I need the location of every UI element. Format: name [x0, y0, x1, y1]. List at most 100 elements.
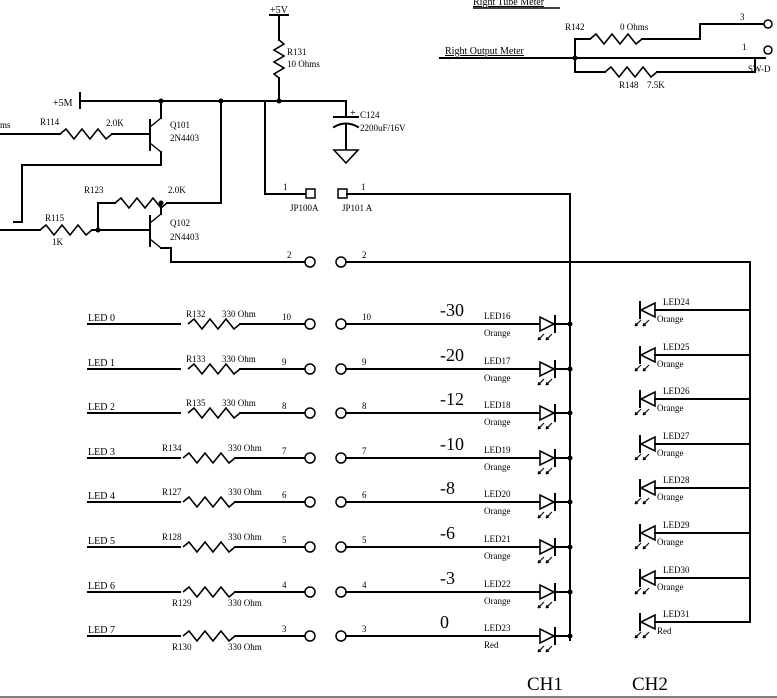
r142-label: R142 [565, 22, 585, 32]
ch1-led-diode-icon [539, 360, 556, 378]
pin-number-right: 10 [362, 312, 372, 322]
ch2-led-label: LED29 [663, 520, 690, 530]
connector-pin-right [335, 318, 347, 330]
transistor-section: ms R114 2.0K Q101 2N4403 R115 1K R123 2.… [0, 100, 307, 263]
led-signal-label: LED 4 [88, 491, 115, 502]
led-series-resistor [187, 406, 241, 420]
ch1-led-color: Red [484, 640, 499, 650]
meter-switch-section: Right Tube Meter R142 0 Ohms 3 Right Out… [439, 0, 773, 90]
db-level-label: -10 [440, 434, 464, 454]
ch2-led-color: Orange [657, 403, 684, 413]
connector-pin-right [335, 363, 347, 375]
ch2-led-color: Orange [657, 537, 684, 547]
ch1-led-diode-icon [539, 583, 556, 601]
jp101-label: JP101 A [342, 203, 373, 213]
resistor-label: R134 [162, 443, 182, 453]
connector-pin-left [304, 496, 316, 508]
led-signal-label: LED 2 [88, 402, 115, 413]
jp101-pin1 [337, 188, 348, 199]
ch2-led-label: LED24 [663, 297, 690, 307]
ch1-led-diode-icon [539, 493, 556, 511]
supply-5v-label: +5V [270, 5, 289, 16]
ch2-led-color: Orange [657, 582, 684, 592]
ch1-led-color: Orange [484, 417, 511, 427]
connector-pin-right [335, 407, 347, 419]
led-series-resistor [182, 540, 236, 554]
connector-pin-left [304, 541, 316, 553]
c124-label: C124 [360, 110, 380, 120]
led-emission-icon [537, 467, 553, 475]
pin-number-left: 10 [282, 312, 292, 322]
ch1-led-diode-icon [539, 627, 556, 645]
r114-resistor [59, 127, 113, 141]
led-emission-icon [634, 364, 650, 372]
pin-number-left: 7 [282, 446, 287, 456]
junction-dot [567, 633, 573, 639]
ch2-led-diode-icon [639, 569, 656, 587]
ch2-led-label: LED25 [663, 342, 690, 352]
resistor-label: R128 [162, 532, 182, 542]
ch2-led-label: LED27 [663, 431, 690, 441]
ch1-led-diode-icon [539, 538, 556, 556]
resistor-label: R133 [186, 354, 206, 364]
q102-emitter [149, 213, 162, 224]
led-emission-icon [634, 497, 650, 505]
q101-emitter [149, 117, 162, 128]
led-signal-label: LED 3 [88, 447, 115, 458]
jp100-pin2 [304, 256, 316, 268]
right-output-meter-label: Right Output Meter [445, 46, 525, 57]
junction-dot [567, 589, 573, 595]
connector-pin-left [304, 630, 316, 642]
led-series-resistor [182, 629, 236, 643]
connector-pin-right [335, 541, 347, 553]
q101-label: Q101 [170, 120, 190, 130]
junction-dot [567, 455, 573, 461]
connector-pin-left [304, 586, 316, 598]
c124-value: 2200uF/16V [360, 123, 406, 133]
jumper-section: 1 JP100A 1 JP101 A 2 2 [283, 182, 751, 268]
r148-resistor [604, 65, 658, 79]
ch1-led-label: LED22 [484, 579, 511, 589]
pin-number-left: 6 [282, 490, 287, 500]
ch2-led-color: Orange [657, 492, 684, 502]
resistor-value: 330 Ohm [222, 398, 256, 408]
pin-number-right: 5 [362, 535, 367, 545]
db-level-label: -8 [440, 478, 455, 498]
pin-number-right: 3 [362, 624, 367, 634]
r131-resistor [272, 39, 286, 79]
led-emission-icon [537, 333, 553, 341]
connector-pin-left [304, 407, 316, 419]
ch2-label: CH2 [632, 674, 668, 695]
pin-number-right: 8 [362, 401, 367, 411]
resistor-label: R129 [172, 598, 192, 608]
jp101-pin2 [335, 256, 347, 268]
resistor-value: 330 Ohm [228, 532, 262, 542]
resistor-value: 330 Ohm [222, 354, 256, 364]
resistor-value: 330 Ohm [228, 443, 262, 453]
ch2-led-label: LED31 [663, 609, 690, 619]
junction-dot [567, 321, 573, 327]
led-signal-label: LED 0 [88, 313, 115, 324]
c124-plus: + [350, 108, 356, 119]
r123-resistor [114, 196, 168, 210]
resistor-label: R132 [186, 309, 206, 319]
q102-collector [149, 238, 162, 249]
sw-contact-1 [763, 45, 773, 55]
r123-value: 2.0K [168, 185, 186, 195]
connector-pin-right [335, 586, 347, 598]
pin-number-left: 8 [282, 401, 287, 411]
ch2-led-label: LED28 [663, 475, 690, 485]
pin-number-left: 9 [282, 357, 287, 367]
connector-pin-left [304, 318, 316, 330]
jp100-pin2-label: 2 [287, 250, 292, 260]
led-emission-icon [537, 378, 553, 386]
r115-resistor [39, 223, 93, 237]
pin-number-right: 7 [362, 446, 367, 456]
ch2-led-color: Red [657, 626, 672, 636]
db-level-label: -12 [440, 389, 464, 409]
resistor-value: 330 Ohm [228, 598, 262, 608]
ch1-led-color: Orange [484, 373, 511, 383]
junction-dot [567, 410, 573, 416]
pin-number-left: 5 [282, 535, 287, 545]
ch2-led-color: Orange [657, 448, 684, 458]
